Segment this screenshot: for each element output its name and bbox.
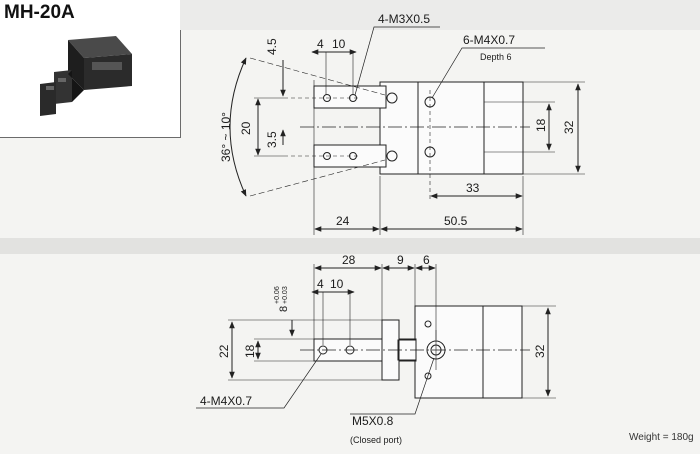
model-title: MH-20A	[4, 2, 75, 23]
label-side-18: 18	[243, 344, 257, 358]
label-side-pitch-10: 10	[330, 277, 344, 291]
label-port-note: (Closed port)	[350, 435, 402, 445]
label-side-32: 32	[533, 344, 547, 358]
side-body-hole	[424, 372, 432, 380]
label-side-pitch-4: 4	[317, 277, 324, 291]
section-divider-band	[0, 238, 700, 254]
leader-tap-body	[431, 47, 545, 99]
label-20: 20	[239, 121, 253, 135]
jaw-hole	[323, 152, 331, 160]
side-body-hole	[424, 320, 432, 328]
label-angle: 36° ~ 10°	[219, 112, 233, 162]
angle-arc	[229, 57, 247, 197]
leader-tap-top	[354, 26, 440, 96]
label-33: 33	[466, 181, 480, 195]
label-50-5: 50.5	[444, 214, 468, 228]
label-24: 24	[336, 214, 350, 228]
leader-tap-jaw	[196, 353, 322, 409]
table-header-band	[180, 0, 700, 30]
label-18: 18	[534, 118, 548, 132]
label-tol-lower: +0.03	[282, 286, 289, 304]
body-outline	[379, 81, 524, 175]
label-4-5: 4.5	[265, 38, 279, 55]
jaw-hole	[323, 94, 331, 102]
side-view-labels: 28 9 6 4 10 8 +0.06 +0.03 22 18 32 4-M4X…	[200, 253, 547, 445]
label-tol-upper: +0.06	[274, 286, 281, 304]
label-9: 9	[397, 253, 404, 267]
label-22: 22	[217, 344, 231, 358]
side-view	[196, 264, 556, 415]
label-tap-body: 6-M4X0.7	[463, 33, 515, 47]
label-tap-top: 4-M3X0.5	[378, 12, 430, 26]
leader-port	[350, 357, 435, 415]
top-view	[229, 26, 585, 235]
label-pitch-4: 4	[317, 37, 324, 51]
side-body-outline	[414, 305, 523, 399]
label-tol-8: 8	[278, 306, 290, 312]
label-32: 32	[562, 120, 576, 134]
body-hole	[386, 150, 398, 162]
product-photo-icon	[40, 36, 132, 116]
top-view-labels: 4-M3X0.5 6-M4X0.7 Depth 6 4 10 4.5 3.5 2…	[219, 12, 576, 228]
label-28: 28	[342, 253, 356, 267]
body-hole	[386, 92, 398, 104]
label-port: M5X0.8	[352, 414, 394, 428]
label-pitch-10: 10	[332, 37, 346, 51]
weight-label: Weight = 180g	[629, 432, 694, 443]
model-header-panel: MH-20A	[0, 0, 181, 138]
label-3-5: 3.5	[265, 131, 279, 148]
label-tap-jaw: 4-M4X0.7	[200, 394, 252, 408]
label-6: 6	[423, 253, 430, 267]
label-depth: Depth 6	[480, 52, 512, 62]
